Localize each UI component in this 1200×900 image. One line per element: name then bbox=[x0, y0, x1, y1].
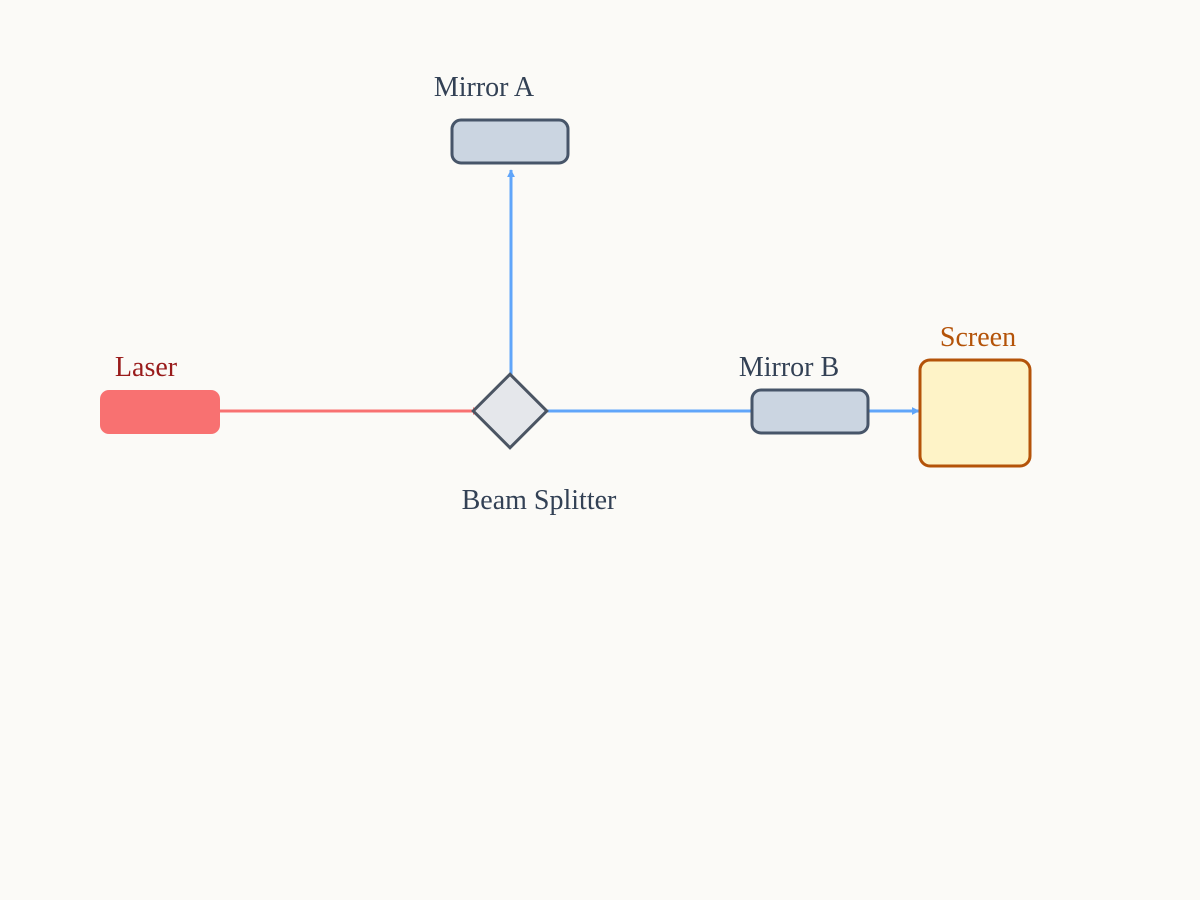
screen-label: Screen bbox=[940, 322, 1016, 353]
mirror-b bbox=[750, 388, 870, 435]
beam-splitter bbox=[471, 372, 549, 450]
screen bbox=[918, 358, 1032, 468]
mirror-a bbox=[450, 118, 570, 165]
laser-source bbox=[100, 390, 220, 434]
beam-splitter-label: Beam Splitter bbox=[462, 485, 617, 516]
mirror-b-label: Mirror B bbox=[739, 352, 839, 383]
mirror-a-label: Mirror A bbox=[434, 72, 535, 103]
laser-label: Laser bbox=[115, 352, 178, 383]
